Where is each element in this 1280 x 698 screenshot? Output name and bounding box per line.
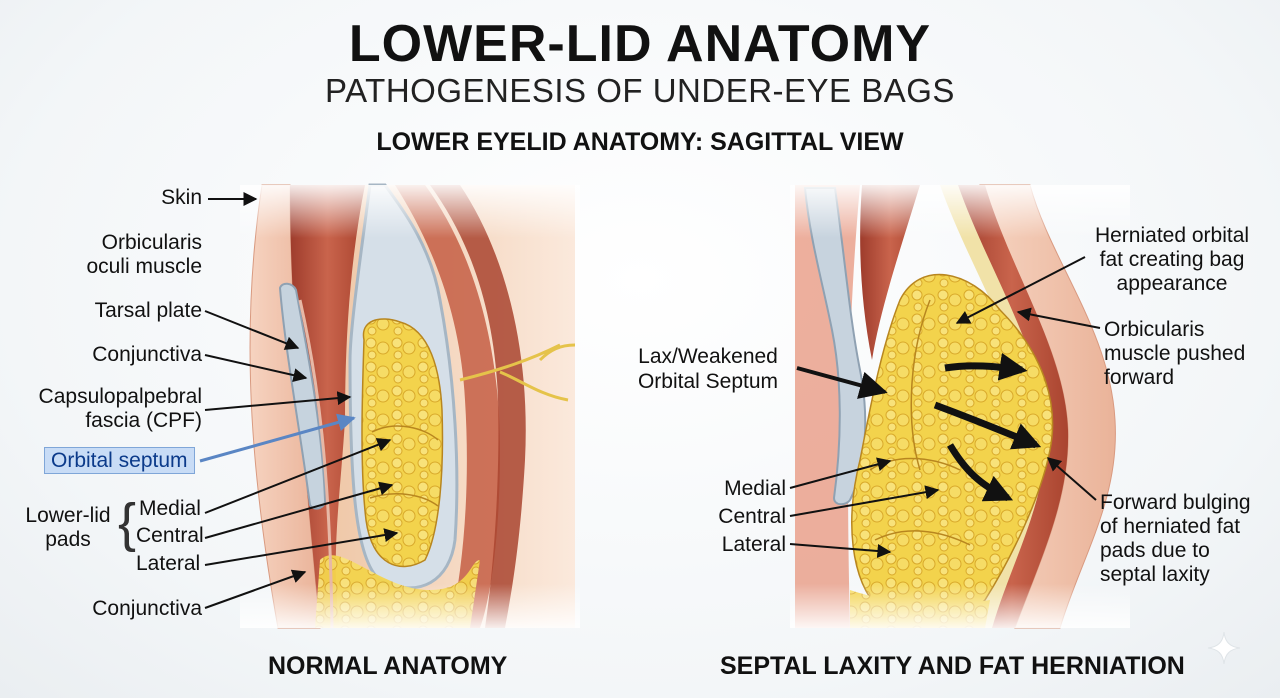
label-bulge-line3: pads due to [1100, 539, 1210, 562]
label-bulge-line4: septal laxity [1100, 563, 1210, 586]
label-herniated-line3: appearance [1116, 272, 1228, 295]
pads-brace: { [118, 493, 137, 553]
label-pads-line1: Lower-lid [25, 504, 111, 527]
label-pads-line2: pads [45, 528, 91, 551]
label-herniated-line2: fat creating bag [1099, 248, 1245, 271]
label-orbicularis-line1: Orbicularis [101, 231, 202, 254]
label-lateral-right: Lateral [721, 533, 786, 556]
normal-anatomy-illustration [240, 183, 580, 629]
label-skin: Skin [161, 186, 202, 209]
label-conjunctiva-top: Conjunctiva [92, 343, 202, 366]
label-lax-line2: Orbital Septum [637, 370, 779, 393]
page-title: LOWER-LID ANATOMY [348, 15, 932, 73]
label-orbital-septum: Orbital septum [44, 447, 195, 474]
label-central-right: Central [718, 505, 786, 528]
orbital-septum-highlight: Orbital septum [44, 447, 195, 474]
page-subtitle: PATHOGENESIS OF UNDER-EYE BAGS [325, 72, 955, 109]
label-orb-line2: muscle pushed [1104, 342, 1246, 365]
herniation-illustration [790, 184, 1130, 629]
label-bulge-line1: Forward bulging [1100, 491, 1251, 514]
label-conjunctiva-bottom: Conjunctiva [92, 597, 202, 620]
label-orb-line1: Orbicularis [1104, 318, 1205, 341]
label-lateral-left: Lateral [136, 552, 201, 575]
section-title: LOWER EYELID ANATOMY: SAGITTAL VIEW [376, 128, 904, 156]
label-central-left: Central [136, 524, 204, 547]
caption-septal-laxity: SEPTAL LAXITY AND FAT HERNIATION [720, 652, 1185, 680]
label-cpf-line2: fascia (CPF) [85, 409, 202, 432]
caption-normal-anatomy: NORMAL ANATOMY [268, 652, 508, 680]
label-orbicularis-line2: oculi muscle [86, 255, 202, 278]
label-lax-line1: Lax/Weakened [638, 345, 778, 368]
sparkle-icon [1207, 631, 1241, 665]
label-medial-right: Medial [724, 477, 786, 500]
label-bulge-line2: of herniated fat [1100, 515, 1241, 538]
label-tarsal-plate: Tarsal plate [94, 299, 202, 322]
label-medial-left: Medial [139, 497, 201, 520]
label-herniated-line1: Herniated orbital [1094, 224, 1250, 247]
label-cpf-line1: Capsulopalpebral [38, 385, 202, 408]
label-orb-line3: forward [1104, 366, 1175, 389]
